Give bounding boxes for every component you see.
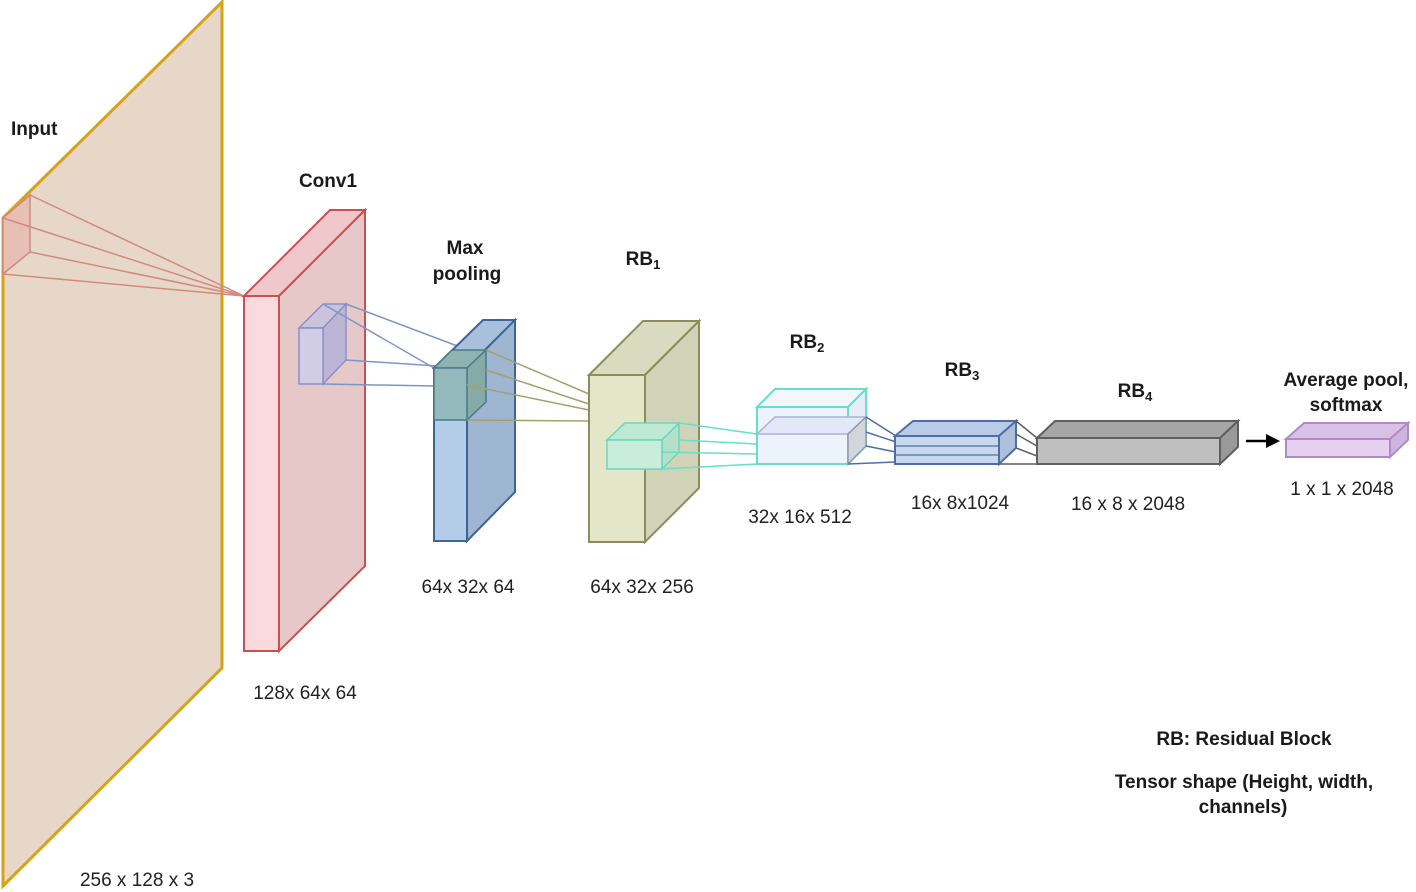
rb4-label: RB4	[1118, 381, 1153, 404]
maxpool-label-line2: pooling	[432, 264, 502, 285]
rb2-label-subscript: 2	[817, 340, 825, 355]
rb3-label-text: RB	[944, 360, 973, 381]
rb1-label-subscript: 1	[653, 257, 661, 272]
rb2-label-text: RB	[789, 332, 818, 353]
legend-tensor-shape-line2: channels)	[1198, 797, 1288, 818]
rb4-shape: 16 x 8 x 2048	[1070, 494, 1186, 515]
rb4-block	[1034, 418, 1241, 467]
rb2-shape: 32x 16x 512	[748, 507, 852, 528]
conv1-label: Conv1	[298, 171, 358, 192]
avgpool-label-line2: softmax	[1309, 395, 1383, 416]
rb3-shape: 16x 8x1024	[910, 493, 1010, 514]
legend-tensor-shape-line1: Tensor shape (Height, width,	[1114, 772, 1374, 793]
avgpool-shape: 1 x 1 x 2048	[1290, 479, 1394, 500]
input-block	[1, 0, 245, 890]
rb2-label: RB2	[790, 332, 825, 355]
conv1-shape: 128x 64x 64	[253, 683, 357, 704]
rb1-label: RB1	[626, 249, 661, 272]
rb3-label: RB3	[945, 360, 980, 383]
rb1-block	[586, 318, 758, 545]
rb4-label-subscript: 4	[1145, 389, 1153, 404]
maxpool-shape: 64x 32x 64	[421, 577, 515, 598]
rb3-block	[892, 418, 1038, 467]
rb1-label-text: RB	[625, 249, 654, 270]
rb1-shape: 64x 32x 256	[590, 577, 694, 598]
rb4-label-text: RB	[1117, 381, 1146, 402]
input-label: Input	[11, 119, 58, 140]
maxpool-block	[431, 317, 590, 544]
conv1-block	[241, 207, 469, 654]
output-arrow	[1246, 434, 1280, 448]
maxpool-label-line1: Max	[446, 238, 484, 259]
rb3-label-subscript: 3	[972, 368, 980, 383]
avgpool-label-line1: Average pool,	[1283, 370, 1409, 391]
rb2-block	[754, 386, 897, 467]
avgpool-block	[1283, 420, 1411, 460]
legend-residual-block: RB: Residual Block	[1156, 729, 1332, 750]
input-shape: 256 x 128 x 3	[79, 870, 195, 891]
